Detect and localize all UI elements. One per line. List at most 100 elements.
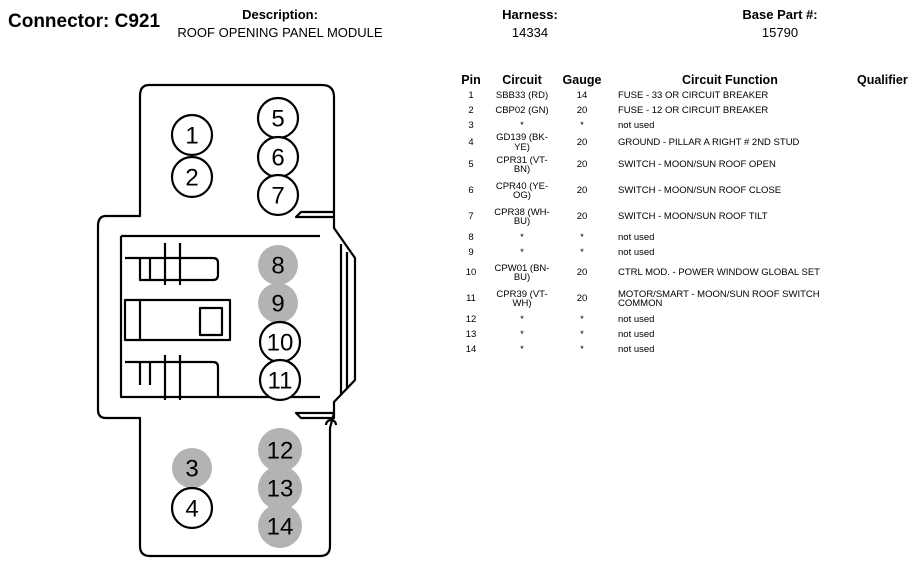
function-cell: FUSE - 33 OR CIRCUIT BREAKER — [618, 89, 769, 101]
qualifier-cell — [857, 152, 912, 178]
pin-cell: 1 — [468, 89, 474, 101]
qualifier-cell — [857, 88, 912, 103]
pin-table: Pin Circuit Gauge Circuit Function Quali… — [450, 72, 912, 357]
function-cell: SWITCH - MOON/SUN ROOF TILT — [618, 211, 768, 223]
pin-label: 7 — [271, 183, 284, 210]
pin-label: 11 — [268, 368, 293, 395]
pin-cell: 10 — [465, 267, 477, 279]
pin-circle — [258, 245, 298, 285]
qualifier-cell — [857, 260, 912, 286]
gauge-cell: * — [580, 246, 584, 258]
harness-value: 14334 — [511, 25, 549, 40]
circuit-cell: CBP02 (GN) — [495, 104, 549, 116]
gauge-cell: 20 — [576, 293, 588, 305]
function-cell: SWITCH - MOON/SUN ROOF OPEN — [618, 159, 776, 171]
harness-label: Harness: — [502, 7, 558, 22]
gauge-cell: 20 — [576, 136, 588, 148]
circuit-cell: CPR40 (YE-OG) — [495, 180, 549, 201]
circuit-cell: * — [520, 328, 524, 340]
connector-title: Connector: C921 — [8, 11, 161, 32]
qualifier-cell — [857, 312, 912, 327]
pin-circle — [172, 448, 212, 488]
pin-label: 6 — [271, 145, 284, 172]
function-cell: not used — [618, 343, 655, 355]
pin-label: 14 — [267, 514, 294, 541]
circuit-function-column-header: Circuit Function — [682, 73, 778, 87]
pin-14: 14 — [258, 504, 302, 548]
pin-circle — [258, 466, 302, 510]
pin-label: 4 — [185, 496, 198, 523]
gauge-cell: 20 — [576, 185, 588, 197]
function-cell: not used — [618, 246, 655, 258]
pin-label: 8 — [271, 253, 284, 280]
pin-4: 4 — [170, 486, 214, 530]
pin-5: 5 — [256, 96, 300, 140]
pin-6: 6 — [256, 135, 300, 179]
function-cell: not used — [618, 119, 655, 131]
circuit-cell: CPR39 (VT-WH) — [496, 288, 548, 309]
pin-cell: 9 — [468, 246, 474, 258]
pin-9: 9 — [258, 283, 298, 323]
pin-11: 11 — [258, 358, 302, 402]
gauge-column-header: Gauge — [562, 73, 602, 87]
circuit-cell: * — [520, 119, 524, 131]
circuit-cell: * — [520, 343, 524, 355]
gauge-cell: * — [580, 119, 584, 131]
gauge-cell: 20 — [576, 104, 588, 116]
function-cell: not used — [618, 313, 655, 325]
gauge-cell: 20 — [576, 267, 588, 279]
pin-circle — [258, 504, 302, 548]
circuit-cell: CPR31 (VT-BN) — [496, 154, 548, 175]
gauge-cell: 14 — [576, 89, 588, 101]
qualifier-cell — [857, 133, 912, 152]
qualifier-cell — [857, 230, 912, 245]
pin-cell: 6 — [468, 185, 474, 197]
connector-latch-bar — [119, 234, 320, 399]
pin-cell: 12 — [465, 313, 477, 325]
pin-circle — [170, 155, 214, 199]
pin-12: 12 — [258, 428, 302, 472]
gauge-cell: * — [580, 328, 584, 340]
pin-column-header: Pin — [461, 73, 481, 87]
pin-label: 3 — [185, 456, 198, 483]
pin-label: 5 — [271, 106, 284, 133]
description-label: Description: — [242, 7, 318, 22]
connector-housing — [96, 83, 357, 558]
function-cell: FUSE - 12 OR CIRCUIT BREAKER — [618, 104, 769, 116]
pin-circle — [258, 428, 302, 472]
pin-cell: 2 — [468, 104, 474, 116]
pin-cell: 3 — [468, 119, 474, 131]
pin-cell: 5 — [468, 159, 474, 171]
gauge-cell: 20 — [576, 211, 588, 223]
qualifier-cell — [857, 327, 912, 342]
pin-10: 10 — [258, 320, 302, 364]
qualifier-cell — [857, 245, 912, 260]
qualifier-cell — [857, 204, 912, 230]
pin-label: 12 — [267, 438, 294, 465]
pin-label: 1 — [185, 123, 198, 150]
qualifier-cell — [857, 342, 912, 357]
qualifier-cell — [857, 178, 912, 204]
table-row: 14**not used — [450, 342, 912, 357]
pin-cell: 13 — [465, 328, 477, 340]
qualifier-column-header: Qualifier — [857, 73, 908, 87]
qualifier-cell — [857, 103, 912, 118]
table-row: 13 * * not used — [450, 327, 912, 342]
connector-key-center — [123, 298, 232, 342]
function-cell: not used — [618, 328, 655, 340]
circuit-cell: CPW01 (BN-BU) — [494, 262, 550, 283]
qualifier-cell — [857, 118, 912, 133]
pin-label: 13 — [267, 476, 294, 503]
gauge-cell: * — [580, 231, 584, 243]
pin-7: 7 — [256, 173, 300, 217]
pin-8: 8 — [258, 245, 298, 285]
function-cell: not used — [618, 231, 655, 243]
pin-circle — [256, 173, 300, 217]
